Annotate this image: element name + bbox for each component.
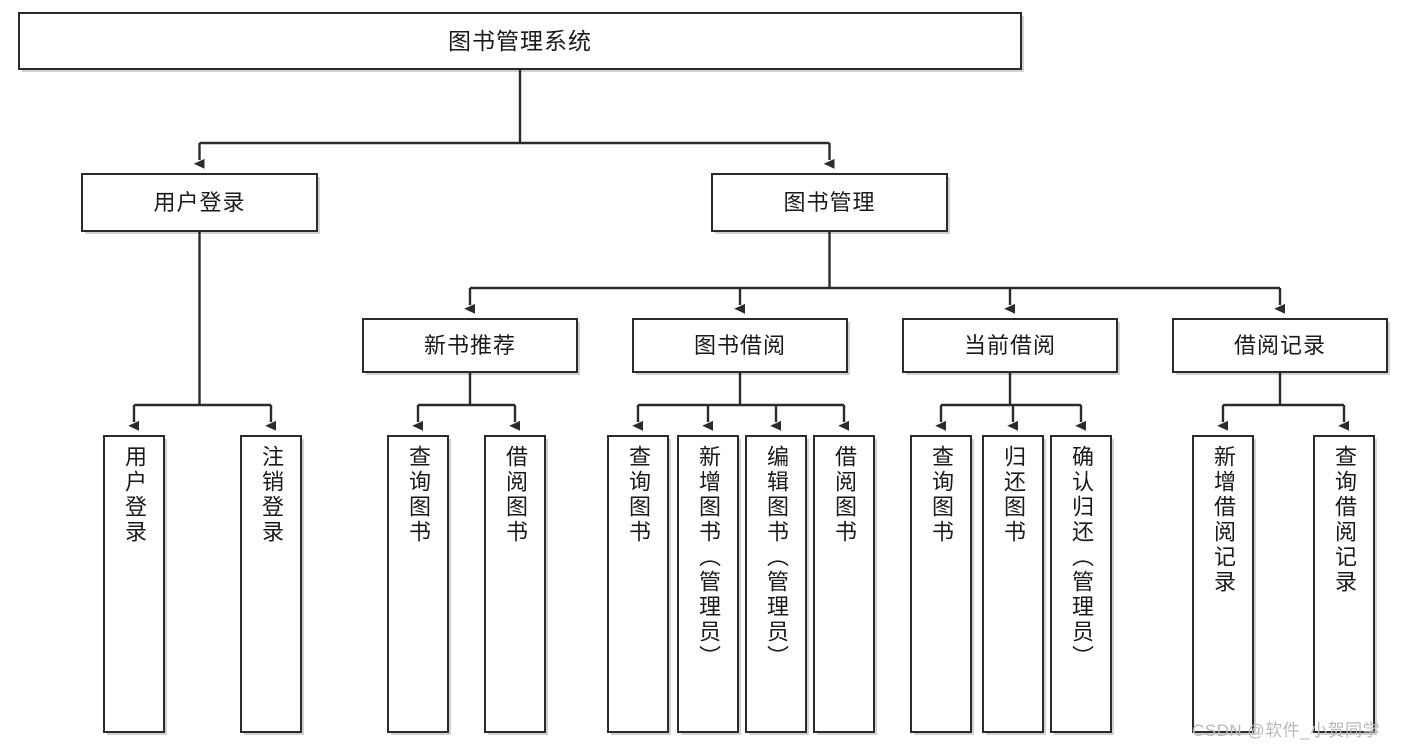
- node-label: 借阅记录: [1233, 332, 1326, 358]
- leaf-currentborrow-confirm-return[interactable]: 确认归还（管理员）: [1050, 435, 1112, 733]
- node-book-borrow[interactable]: 图书借阅: [632, 318, 848, 373]
- node-label: 编辑图书（管理员）: [764, 445, 789, 670]
- leaf-logout[interactable]: 注销登录: [240, 435, 302, 733]
- node-label: 查询图书: [626, 445, 651, 545]
- node-new-book-recommend[interactable]: 新书推荐: [362, 318, 578, 373]
- node-label: 图书借阅: [693, 332, 786, 358]
- node-label: 查询图书: [929, 445, 954, 545]
- node-label: 借阅图书: [503, 445, 528, 545]
- node-label: 归还图书: [1001, 445, 1026, 545]
- leaf-currentborrow-query-book[interactable]: 查询图书: [910, 435, 972, 733]
- node-label: 新增图书（管理员）: [696, 445, 721, 670]
- node-current-borrow[interactable]: 当前借阅: [902, 318, 1118, 373]
- node-borrow-record[interactable]: 借阅记录: [1172, 318, 1388, 373]
- node-book-manage[interactable]: 图书管理: [711, 173, 948, 232]
- node-label: 当前借阅: [963, 332, 1056, 358]
- node-label: 确认归还（管理员）: [1069, 445, 1094, 670]
- node-label: 借阅图书: [832, 445, 857, 545]
- node-label: 图书管理系统: [448, 27, 592, 54]
- node-label: 新增借阅记录: [1211, 445, 1236, 595]
- leaf-bookborrow-query-book[interactable]: 查询图书: [607, 435, 669, 733]
- node-label: 注销登录: [259, 445, 284, 545]
- node-label: 用户登录: [122, 445, 147, 545]
- leaf-bookborrow-add-book[interactable]: 新增图书（管理员）: [677, 435, 739, 733]
- leaf-record-query[interactable]: 查询借阅记录: [1313, 435, 1375, 733]
- node-label: 查询图书: [406, 445, 431, 545]
- node-user-login[interactable]: 用户登录: [81, 173, 318, 232]
- csdn-watermark: CSDN @软件_小贺同学: [1192, 721, 1381, 740]
- node-label: 查询借阅记录: [1332, 445, 1357, 595]
- leaf-newbook-borrow-book[interactable]: 借阅图书: [484, 435, 546, 733]
- node-label: 新书推荐: [423, 332, 516, 358]
- node-label: 用户登录: [153, 189, 246, 215]
- node-label: 图书管理: [783, 189, 876, 215]
- leaf-bookborrow-borrow-book[interactable]: 借阅图书: [813, 435, 875, 733]
- node-root[interactable]: 图书管理系统: [18, 12, 1022, 70]
- leaf-currentborrow-return-book[interactable]: 归还图书: [982, 435, 1044, 733]
- leaf-newbook-query-book[interactable]: 查询图书: [387, 435, 449, 733]
- leaf-bookborrow-edit-book[interactable]: 编辑图书（管理员）: [745, 435, 807, 733]
- leaf-user-login[interactable]: 用户登录: [103, 435, 165, 733]
- leaf-record-add[interactable]: 新增借阅记录: [1192, 435, 1254, 733]
